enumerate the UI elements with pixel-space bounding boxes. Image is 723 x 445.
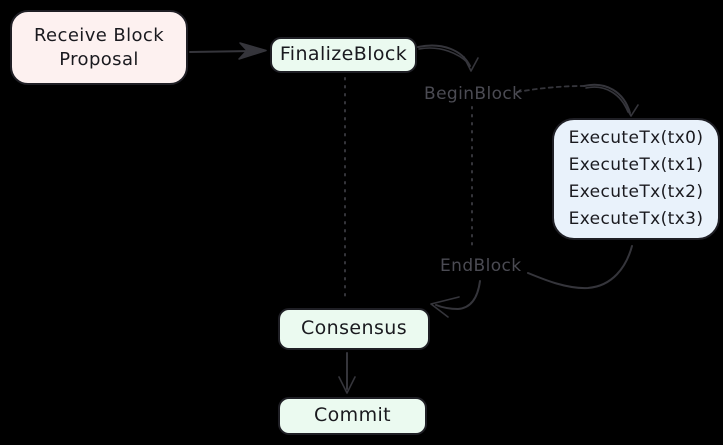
node-receive-label-line1: Receive Block	[33, 24, 165, 46]
arrowhead-commit	[338, 376, 356, 394]
arrowhead-beginblock	[463, 56, 479, 72]
node-consensus-label: Consensus	[300, 317, 407, 340]
execute-tx-line: ExecuteTx(tx2)	[568, 182, 704, 202]
end-block-label: EndBlock	[440, 256, 522, 276]
execute-tx-line: ExecuteTx(tx0)	[568, 128, 704, 148]
node-receive-label-line2: Proposal	[59, 48, 139, 70]
execute-tx-line: ExecuteTx(tx3)	[568, 209, 704, 229]
execute-tx-line: ExecuteTx(tx1)	[568, 155, 704, 175]
edge-beginblock-to-execute-rough	[585, 86, 629, 113]
arrowhead-execute	[623, 103, 639, 117]
node-finalize-label: FinalizeBlock	[279, 43, 408, 66]
node-commit: Commit	[278, 397, 427, 435]
arrowhead-finalize	[238, 42, 267, 60]
arrowhead-consensus	[430, 296, 460, 318]
node-commit-label: Commit	[313, 404, 392, 427]
edge-beginblock-to-execute-dashed	[516, 85, 585, 93]
edge-endblock-to-consensus	[435, 280, 481, 310]
edge-receive-to-finalize	[189, 50, 254, 53]
edge-beginblock-to-execute	[583, 83, 631, 114]
node-finalize-block: FinalizeBlock	[270, 37, 417, 73]
node-receive-block-proposal: Receive Block Proposal	[10, 10, 188, 85]
edge-execute-to-endblock	[527, 245, 633, 290]
node-consensus: Consensus	[278, 308, 430, 350]
node-execute-tx: ExecuteTx(tx0) ExecuteTx(tx1) ExecuteTx(…	[552, 118, 720, 240]
begin-block-label: BeginBlock	[424, 84, 523, 104]
